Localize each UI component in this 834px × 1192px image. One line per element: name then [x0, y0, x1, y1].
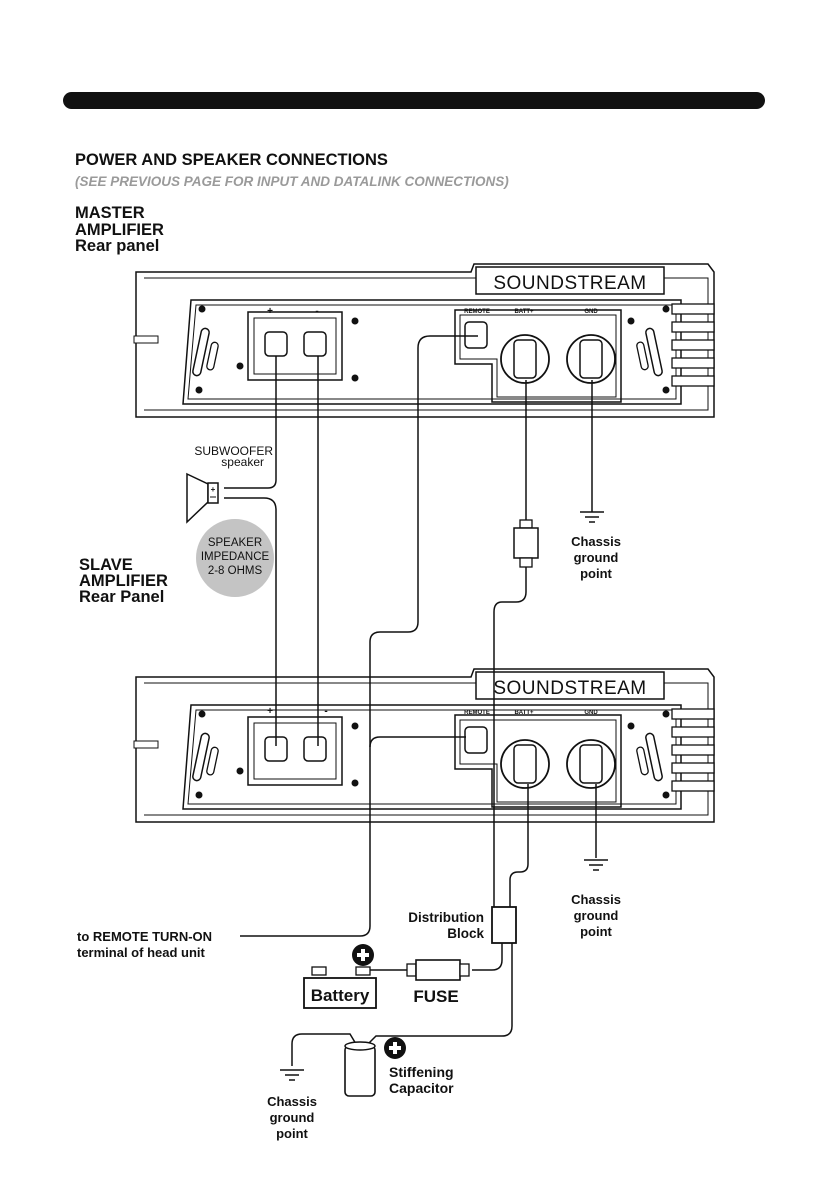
ground-label-3-line2: ground: [270, 1110, 315, 1125]
wire-dist-to-cap: [367, 943, 513, 1045]
ground-label-1-line2: ground: [574, 550, 619, 565]
master-label-line1: MASTER: [75, 204, 145, 222]
wire-cap-to-ground: [291, 1033, 357, 1066]
slave-batt-label: BATT+: [514, 710, 534, 716]
ground-label-2-line3: point: [580, 924, 612, 939]
wire-master-plus-to-sub: [224, 356, 277, 489]
header-bar: [63, 92, 765, 109]
inline-fuse-holder: [513, 519, 539, 568]
ground-label-1-line3: point: [580, 566, 612, 581]
impedance-line3: 2-8 OHMS: [208, 565, 263, 577]
ground-label-2-line1: Chassis: [571, 892, 621, 907]
slave-label-line1: SLAVE: [79, 556, 133, 574]
slave-brand: SOUNDSTREAM: [493, 678, 646, 699]
ground-label-1-line1: Chassis: [571, 534, 621, 549]
wires: [224, 335, 597, 1066]
slave-remote-label: REMOTE: [464, 710, 490, 716]
impedance-badge: SPEAKER IMPEDANCE 2-8 OHMS: [196, 519, 274, 597]
slave-amplifier: SOUNDSTREAM + - REMOTE BATT+ GND: [133, 668, 715, 823]
subwoofer-label-line1: SUBWOOFER: [194, 444, 273, 458]
remote-turn-on-line1: to REMOTE TURN-ON: [77, 929, 212, 944]
slave-label-line3: Rear Panel: [79, 588, 164, 606]
slave-label-line2: AMPLIFIER: [79, 572, 168, 590]
master-label-line3: Rear panel: [75, 237, 159, 255]
stiffening-capacitor: [344, 1041, 376, 1097]
wire-master-batt-fuse-out: [493, 567, 527, 907]
master-speaker-plus: +: [267, 306, 273, 317]
page-title: POWER AND SPEAKER CONNECTIONS: [75, 151, 388, 169]
master-amplifier: SOUNDSTREAM + - REMOTE BATT+ GND: [133, 263, 715, 418]
ground-label-2-line2: ground: [574, 908, 619, 923]
wire-dist-to-fuse: [472, 943, 503, 971]
wire-remote-slave: [369, 736, 466, 748]
master-label-line2: AMPLIFIER: [75, 221, 164, 239]
slave-gnd-label: GND: [584, 710, 598, 716]
distribution-label-line1: Distribution: [408, 910, 484, 925]
wire-sub-minus-to-slave: [224, 497, 277, 746]
wire-remote-master: [240, 335, 478, 937]
battery: Battery: [303, 966, 377, 1009]
page-subtitle: (SEE PREVIOUS PAGE FOR INPUT AND DATALIN…: [75, 174, 509, 189]
distribution-label-line2: Block: [447, 926, 484, 941]
slave-speaker-minus: -: [324, 706, 327, 717]
ground-icon: [579, 511, 605, 523]
impedance-line1: SPEAKER: [208, 537, 262, 549]
ground-icon: [583, 859, 609, 871]
distribution-block: [491, 906, 517, 944]
impedance-line2: IMPEDANCE: [201, 551, 270, 563]
master-amplifier-label: MASTER AMPLIFIER Rear panel: [75, 204, 164, 255]
ground-label-3-line1: Chassis: [267, 1094, 317, 1109]
capacitor-label-line2: Capacitor: [389, 1080, 454, 1096]
fuse-label: FUSE: [413, 987, 458, 1006]
subwoofer-plus: +: [211, 485, 216, 494]
subwoofer-label-line2: speaker: [221, 455, 264, 469]
battery-label: Battery: [311, 986, 370, 1005]
ground-label-3-line3: point: [276, 1126, 308, 1141]
master-batt-label: BATT+: [514, 309, 534, 315]
capacitor-plus-icon: [384, 1037, 406, 1059]
capacitor-label-line1: Stiffening: [389, 1064, 454, 1080]
slave-amplifier-label: SLAVE AMPLIFIER Rear Panel: [79, 556, 168, 606]
battery-plus-icon: [352, 944, 374, 966]
fuse: FUSE: [406, 959, 470, 1006]
remote-turn-on-line2: terminal of head unit: [77, 945, 206, 960]
wire-slave-batt: [509, 784, 529, 907]
ground-icon: [279, 1069, 305, 1081]
master-gnd-label: GND: [584, 309, 598, 315]
master-brand: SOUNDSTREAM: [493, 273, 646, 294]
subwoofer-speaker: +: [186, 472, 219, 524]
master-speaker-minus: -: [315, 306, 318, 317]
master-remote-label: REMOTE: [464, 309, 490, 315]
slave-speaker-plus: +: [267, 706, 273, 717]
